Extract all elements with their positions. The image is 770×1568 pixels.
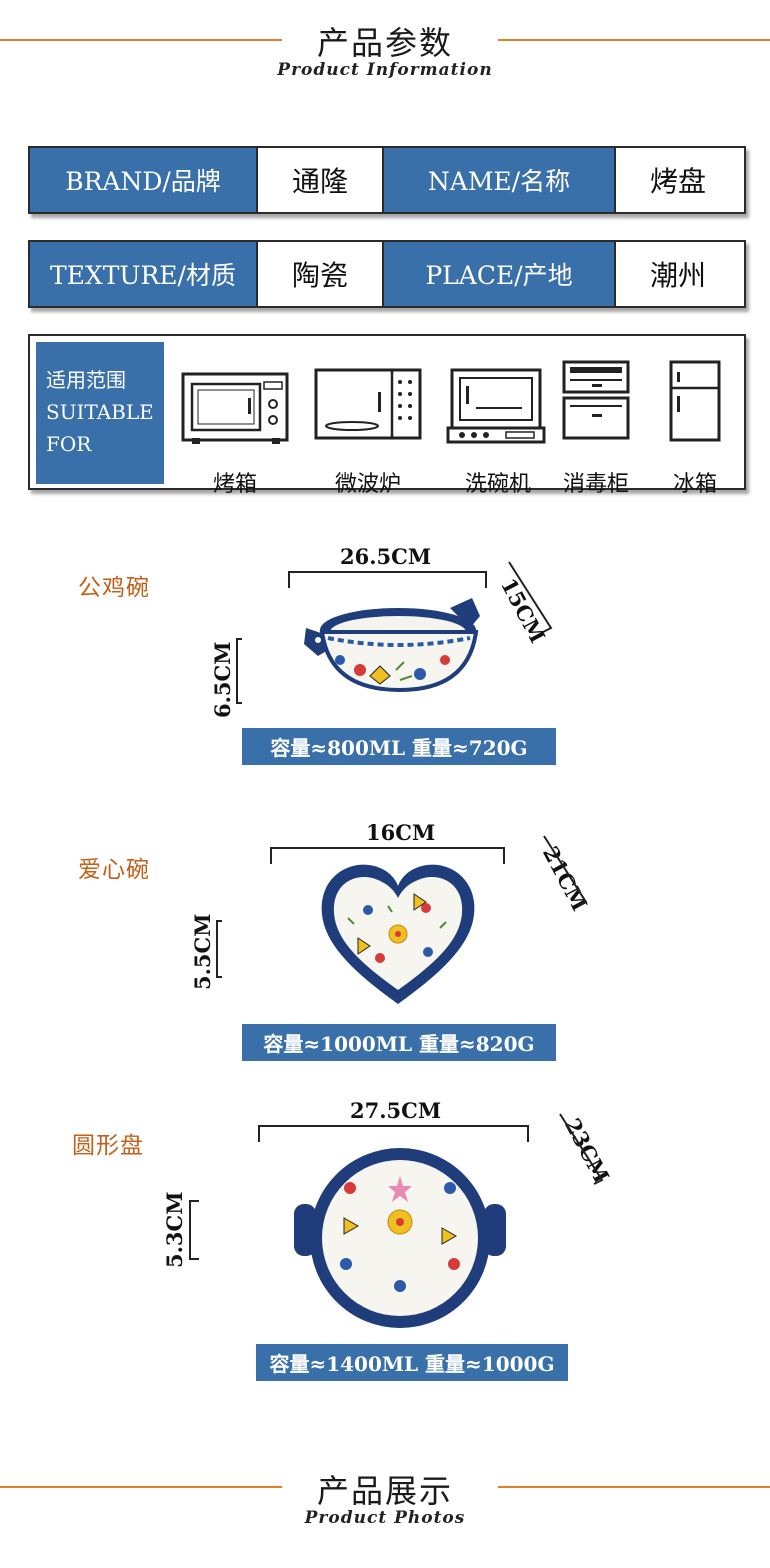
texture-value: 陶瓷 — [258, 242, 384, 306]
heart-bowl-image — [321, 864, 475, 1004]
product-2-height-bracket — [216, 920, 222, 978]
product-2-height-label: 5.5CM — [190, 913, 215, 991]
appliance-sterilizer-label: 消毒柜 — [562, 472, 629, 497]
appliance-fridge: 冰箱 — [654, 354, 736, 497]
sterilizer-icon — [562, 360, 630, 440]
appliance-microwave: 微波炉 — [312, 354, 424, 497]
section-title-cn: 产品参数 — [316, 24, 453, 62]
product-2-capacity: 容量≈1000ML 重量≈820G — [242, 1024, 556, 1061]
appliance-fridge-label: 冰箱 — [672, 472, 717, 497]
round-plate-image — [294, 1148, 506, 1328]
suitable-label-en2: FOR — [46, 432, 92, 456]
appliance-dishwasher-label: 洗碗机 — [464, 472, 531, 497]
suitable-label-box: 适用范围 SUITABLE FOR — [36, 342, 164, 484]
product-2-width-bracket — [270, 847, 505, 864]
header-left-line — [0, 39, 282, 41]
suitable-label-cn: 适用范围 — [46, 368, 126, 392]
header-right-line — [498, 39, 770, 41]
dishwasher-icon — [446, 368, 546, 444]
appliance-oven-label: 烤箱 — [212, 472, 257, 497]
appliance-oven: 烤箱 — [180, 354, 290, 497]
product-3-capacity: 容量≈1400ML 重量≈1000G — [256, 1344, 568, 1381]
product-name-heart-bowl: 爱心碗 — [78, 857, 150, 883]
product-name-round-plate: 圆形盘 — [72, 1133, 144, 1159]
product-3-width-label: 27.5CM — [350, 1098, 442, 1123]
suitable-for-panel: 适用范围 SUITABLE FOR 烤箱 微波炉 — [28, 334, 746, 497]
product-1-depth-bracket — [508, 561, 553, 633]
product-3-height-bracket — [189, 1200, 199, 1260]
appliance-sterilizer: 消毒柜 — [558, 354, 634, 497]
appliance-microwave-label: 微波炉 — [334, 472, 401, 497]
param-row-texture-place: TEXTURE/材质 陶瓷 PLACE/产地 潮州 — [28, 240, 746, 308]
product-1-height-label: 6.5CM — [210, 641, 235, 719]
place-value: 潮州 — [616, 242, 740, 306]
section-title-en: Product Information — [277, 60, 493, 80]
product-1-width-bracket — [288, 571, 487, 588]
name-value: 烤盘 — [616, 148, 740, 212]
brand-label: BRAND/品牌 — [30, 148, 258, 212]
texture-label: TEXTURE/材质 — [30, 242, 258, 306]
place-label: PLACE/产地 — [384, 242, 616, 306]
section-title-cn: 产品展示 — [316, 1472, 453, 1510]
product-3-height-label: 5.3CM — [162, 1191, 187, 1269]
suitable-label-en: SUITABLE — [46, 400, 154, 424]
section-header-photos: 产品展示 Product Photos — [0, 1466, 770, 1536]
product-name-rooster-bowl: 公鸡碗 — [78, 575, 150, 601]
product-1-height-bracket — [236, 638, 242, 704]
brand-value: 通隆 — [258, 148, 384, 212]
param-row-brand-name: BRAND/品牌 通隆 NAME/名称 烤盘 — [28, 146, 746, 214]
product-2-width-label: 16CM — [366, 820, 436, 845]
product-1-capacity: 容量≈800ML 重量≈720G — [242, 728, 556, 765]
fridge-icon — [669, 360, 721, 442]
header-left-line — [0, 1486, 282, 1488]
name-label: NAME/名称 — [384, 148, 616, 212]
oven-icon — [181, 372, 289, 444]
header-right-line — [498, 1486, 770, 1488]
product-1-width-label: 26.5CM — [340, 544, 432, 569]
rooster-bowl-image — [304, 598, 480, 693]
appliance-dishwasher: 洗碗机 — [446, 354, 550, 497]
product-2-depth-bracket — [543, 835, 588, 907]
microwave-icon — [314, 368, 422, 440]
product-3-depth-bracket — [559, 1113, 604, 1185]
section-title-en: Product Photos — [304, 1508, 466, 1528]
section-header-info: 产品参数 Product Information — [0, 14, 770, 84]
product-3-width-bracket — [258, 1125, 529, 1142]
